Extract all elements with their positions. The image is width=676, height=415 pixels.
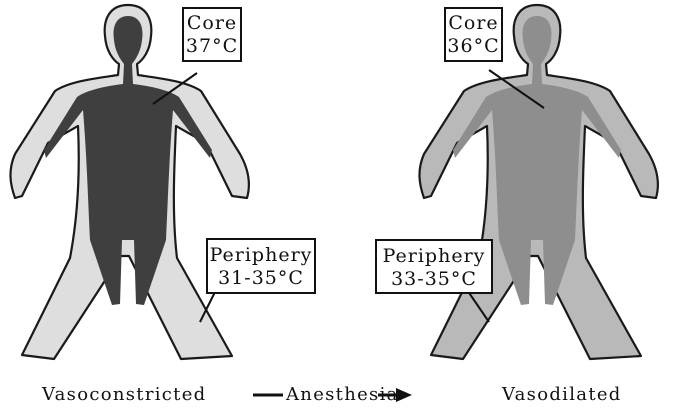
left-core-temperature: 37°C: [184, 35, 240, 58]
right-core-label-title: Core: [446, 12, 501, 35]
vasodilated-caption: Vasodilated: [502, 384, 622, 405]
right-periphery-label-title: Periphery: [377, 245, 491, 268]
anesthesia-transition-label: Anesthesia: [286, 384, 399, 405]
right-core-temperature: 36°C: [446, 35, 501, 58]
left-periphery-label: Periphery 31-35°C: [206, 238, 316, 294]
right-periphery-label: Periphery 33-35°C: [375, 239, 493, 294]
left-core-label: Core 37°C: [182, 7, 242, 62]
left-core-label-title: Core: [184, 12, 240, 35]
right-periphery-temperature: 33-35°C: [377, 268, 491, 291]
left-periphery-label-title: Periphery: [208, 244, 314, 267]
vasoconstricted-caption: Vasoconstricted: [42, 384, 206, 405]
left-periphery-temperature: 31-35°C: [208, 267, 314, 290]
right-core-label: Core 36°C: [444, 7, 503, 62]
